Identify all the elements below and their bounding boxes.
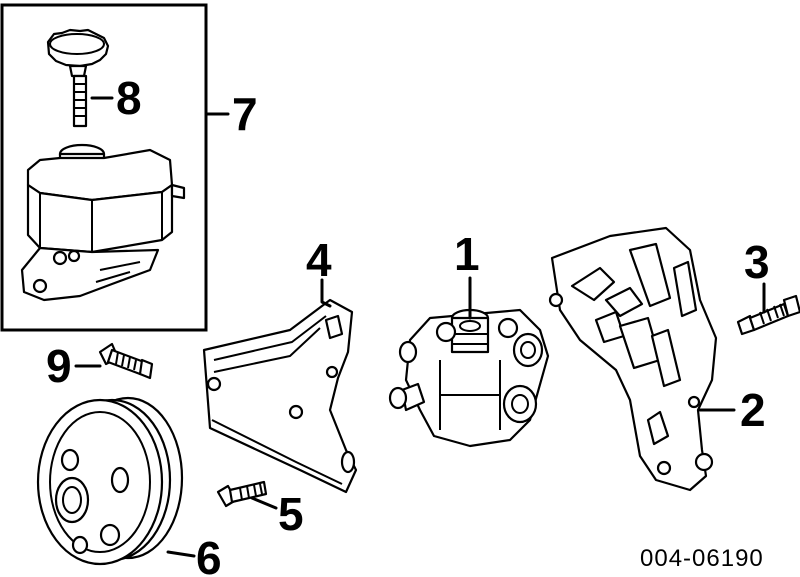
mounting-bracket (548, 226, 718, 492)
callout-7: 7 (232, 88, 258, 140)
reservoir-body (20, 143, 186, 302)
callout-2: 2 (740, 384, 766, 436)
callout-1: 1 (454, 228, 480, 280)
pulley (36, 396, 184, 566)
bolt-3 (736, 294, 800, 336)
pump-bracket (202, 298, 358, 494)
callout-5: 5 (278, 488, 304, 540)
callout-3: 3 (744, 236, 770, 288)
bolt-5 (216, 480, 268, 508)
reservoir-cap (46, 28, 110, 128)
callout-8: 8 (116, 72, 142, 124)
reference-number: 004-06190 (640, 545, 764, 572)
callout-4: 4 (306, 234, 332, 286)
bolt-9 (98, 342, 154, 380)
callout-9: 9 (46, 340, 72, 392)
callout-6: 6 (196, 532, 222, 577)
steering-pump (388, 308, 550, 448)
reservoir-group-box (0, 3, 208, 332)
leader-lines (74, 96, 766, 558)
